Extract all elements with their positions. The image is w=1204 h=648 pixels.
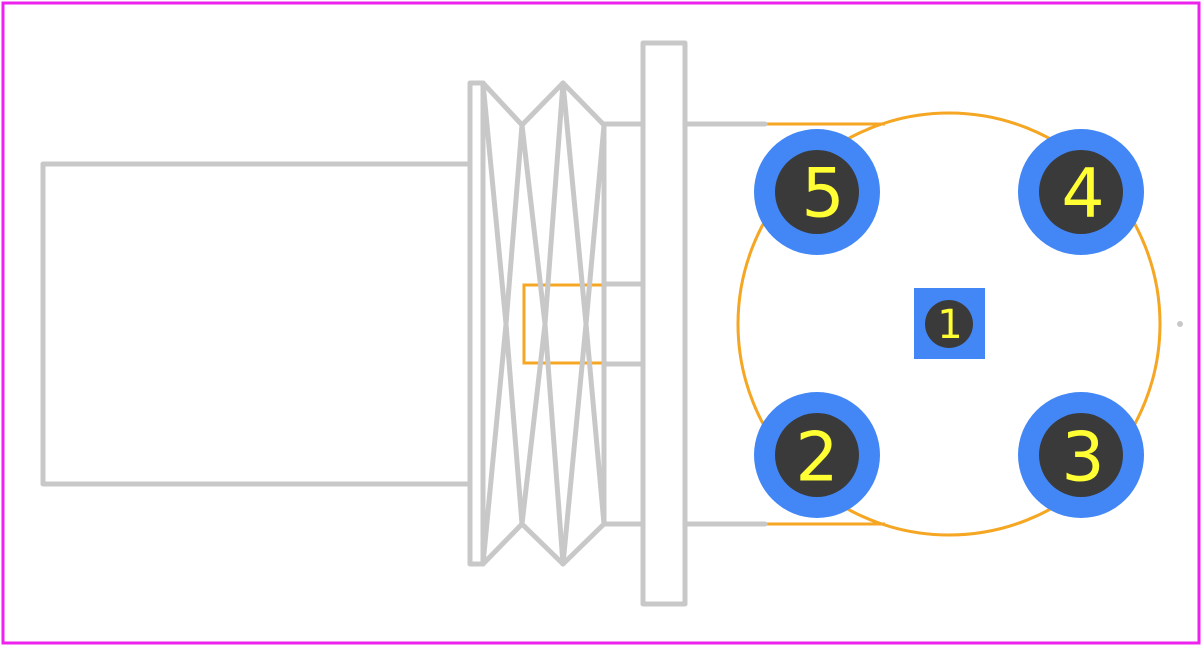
origin-marker bbox=[1177, 321, 1183, 327]
key-slot bbox=[522, 283, 606, 365]
connector-body-circle bbox=[736, 111, 1162, 537]
panel-flange bbox=[640, 40, 688, 607]
pad-label: 2 bbox=[795, 419, 838, 498]
pad-hole bbox=[775, 413, 859, 497]
coupling-nut-back bbox=[467, 80, 486, 567]
pad-hole bbox=[1039, 413, 1123, 497]
nut-ridge-6 bbox=[583, 122, 607, 527]
nut-ridge-1 bbox=[480, 80, 509, 567]
pad-4[interactable]: 4 bbox=[1018, 129, 1144, 255]
pad-hole bbox=[925, 300, 973, 348]
flange-tab-bottom bbox=[601, 361, 646, 527]
pad-2[interactable]: 2 bbox=[754, 392, 880, 518]
pad-label: 1 bbox=[937, 302, 962, 348]
courtyard-outline bbox=[522, 111, 1162, 537]
pad-label: 3 bbox=[1061, 419, 1104, 498]
pad-3[interactable]: 3 bbox=[1018, 392, 1144, 518]
pad-label: 4 bbox=[1061, 155, 1104, 234]
silkscreen bbox=[40, 40, 768, 607]
pad-hole bbox=[1039, 150, 1123, 234]
cable-body bbox=[40, 161, 473, 487]
pad-1[interactable]: 1 bbox=[914, 288, 985, 359]
pad-label: 5 bbox=[801, 155, 844, 234]
nut-ridge-5 bbox=[560, 80, 589, 567]
nut-zigzag-top bbox=[480, 80, 607, 128]
pad-5[interactable]: 5 bbox=[754, 129, 880, 255]
pad-hole bbox=[775, 150, 859, 234]
nut-zigzag-bottom bbox=[480, 521, 607, 567]
nut-ridge-4 bbox=[542, 80, 566, 567]
nut-ridge-2 bbox=[503, 122, 525, 527]
flange-tab-top bbox=[601, 121, 646, 287]
